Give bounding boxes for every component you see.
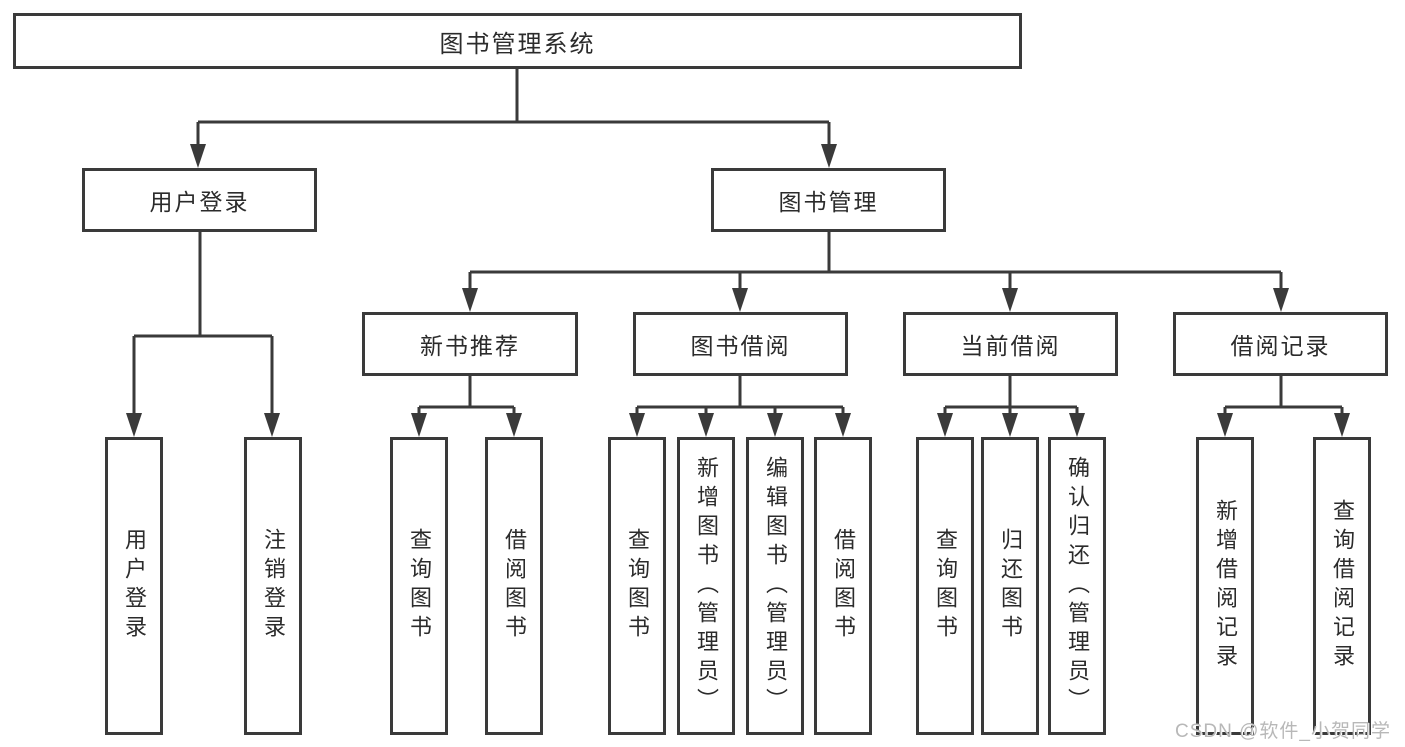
node-return-books: 归还图书 — [981, 437, 1039, 735]
arrow-down-icon — [835, 413, 851, 437]
node-label: 借阅图书 — [502, 528, 527, 644]
node-label: 新增借阅记录 — [1213, 499, 1238, 673]
node-library-management-system: 图书管理系统 — [13, 13, 1022, 69]
node-edit-books-admin: 编辑图书（管理员） — [746, 437, 804, 735]
arrow-down-icon — [126, 413, 142, 437]
arrow-down-icon — [937, 413, 953, 437]
node-label: 确认归还（管理员） — [1065, 455, 1090, 717]
node-label: 注销登录 — [261, 528, 286, 644]
node-add-books-admin: 新增图书（管理员） — [677, 437, 735, 735]
node-borrow-records: 借阅记录 — [1173, 312, 1388, 376]
node-label: 借阅记录 — [1230, 333, 1331, 359]
arrow-down-icon — [1217, 413, 1233, 437]
csdn-watermark: CSDN @软件_小贺同学 — [1175, 721, 1391, 742]
node-label: 图书管理 — [778, 189, 879, 215]
node-logout: 注销登录 — [244, 437, 302, 735]
node-user-login-leaf: 用户登录 — [105, 437, 163, 735]
branch-current-borrow — [943, 376, 1079, 415]
node-label: 查询图书 — [407, 528, 432, 644]
arrow-down-icon — [732, 288, 748, 312]
branch-borrow-records — [1223, 376, 1344, 415]
node-label: 编辑图书（管理员） — [763, 455, 788, 717]
arrow-down-icon — [1002, 288, 1018, 312]
arrow-down-icon — [1334, 413, 1350, 437]
node-user-login-module: 用户登录 — [82, 168, 317, 232]
arrow-down-icon — [767, 413, 783, 437]
node-label: 查询借阅记录 — [1330, 499, 1355, 673]
arrow-down-icon — [1069, 413, 1085, 437]
node-label: 归还图书 — [998, 528, 1023, 644]
node-label: 用户登录 — [149, 189, 250, 215]
node-label: 图书管理系统 — [439, 30, 596, 58]
node-new-book-recommend: 新书推荐 — [362, 312, 578, 376]
node-add-borrow-record: 新增借阅记录 — [1196, 437, 1254, 735]
arrow-down-icon — [264, 413, 280, 437]
node-label: 用户登录 — [122, 528, 147, 644]
node-label: 查询图书 — [933, 528, 958, 644]
branch-root — [196, 69, 831, 146]
arrow-down-icon — [821, 144, 837, 168]
branch-book-management — [468, 232, 1283, 290]
node-query-borrow-record: 查询借阅记录 — [1313, 437, 1371, 735]
arrow-down-icon — [698, 413, 714, 437]
branch-new-book-recommend — [417, 376, 516, 415]
arrow-down-icon — [411, 413, 427, 437]
node-label: 查询图书 — [625, 528, 650, 644]
node-book-borrow: 图书借阅 — [633, 312, 848, 376]
arrow-down-icon — [506, 413, 522, 437]
node-label: 图书借阅 — [690, 333, 791, 359]
node-query-books-current: 查询图书 — [916, 437, 974, 735]
arrow-down-icon — [629, 413, 645, 437]
arrow-down-icon — [1002, 413, 1018, 437]
arrow-down-icon — [190, 144, 206, 168]
node-query-books-borrow: 查询图书 — [608, 437, 666, 735]
node-label: 借阅图书 — [831, 528, 856, 644]
node-confirm-return-admin: 确认归还（管理员） — [1048, 437, 1106, 735]
node-label: 当前借阅 — [960, 333, 1061, 359]
node-query-books-recommend: 查询图书 — [390, 437, 448, 735]
arrow-down-icon — [1273, 288, 1289, 312]
node-book-management-module: 图书管理 — [711, 168, 946, 232]
node-label: 新书推荐 — [420, 333, 520, 359]
node-label: 新增图书（管理员） — [694, 455, 719, 717]
node-borrow-books-recommend: 借阅图书 — [485, 437, 543, 735]
node-current-borrow: 当前借阅 — [903, 312, 1118, 376]
node-borrow-books: 借阅图书 — [814, 437, 872, 735]
branch-user-login — [132, 232, 274, 415]
arrow-down-icon — [462, 288, 478, 312]
branch-book-borrow — [635, 376, 845, 415]
